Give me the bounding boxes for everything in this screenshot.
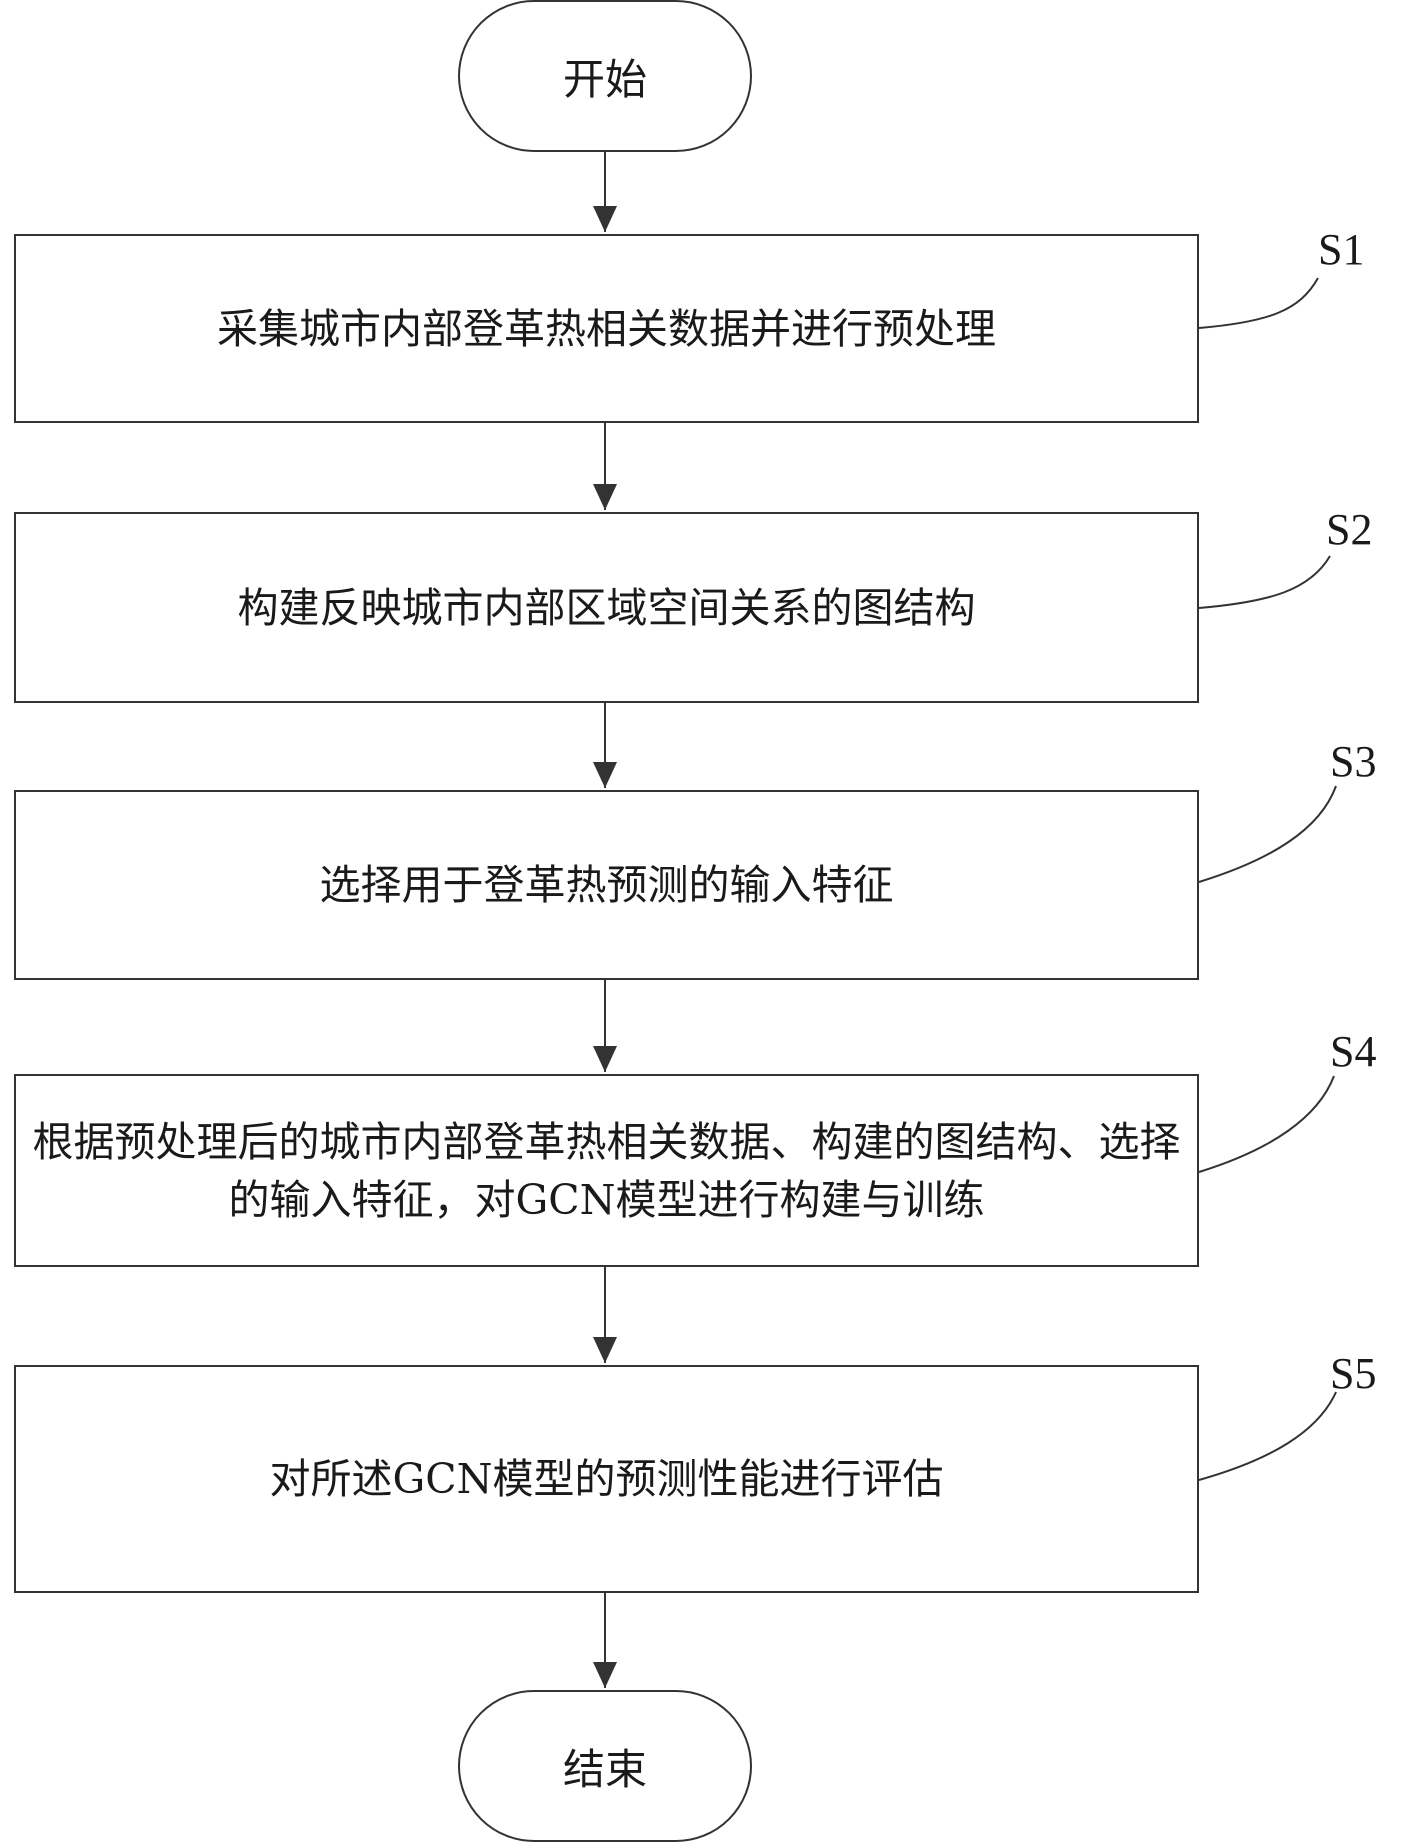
start-terminal: 开始 (458, 0, 752, 152)
step-s1-label: S1 (1318, 225, 1365, 274)
leader-s5 (1198, 1391, 1337, 1481)
start-text: 开始 (562, 54, 647, 104)
step-s2-text: 构建反映城市内部区域空间关系的图结构 (237, 583, 976, 632)
step-s2-label: S2 (1326, 505, 1373, 554)
step-s5-label: S5 (1330, 1349, 1377, 1398)
step-s5-text: 对所述GCN模型的预测性能进行评估 (269, 1455, 944, 1503)
arrowhead-end (593, 1662, 617, 1688)
step-s5-box: 对所述GCN模型的预测性能进行评估 (14, 1365, 1199, 1593)
arrowhead-s1 (593, 206, 617, 232)
arrowhead-s2 (593, 484, 617, 510)
step-s3-label: S3 (1330, 737, 1377, 786)
step-s1-box: 采集城市内部登革热相关数据并进行预处理 (14, 234, 1199, 423)
end-terminal: 结束 (458, 1690, 752, 1842)
step-s4-label: S4 (1330, 1027, 1377, 1076)
step-s4-box: 根据预处理后的城市内部登革热相关数据、构建的图结构、选择的输入特征，对GCN模型… (14, 1074, 1199, 1267)
leader-s4 (1198, 1075, 1335, 1173)
step-s3-box: 选择用于登革热预测的输入特征 (14, 790, 1199, 980)
step-s1-text: 采集城市内部登革热相关数据并进行预处理 (217, 304, 996, 353)
arrowhead-s3 (593, 762, 617, 788)
step-s2-box: 构建反映城市内部区域空间关系的图结构 (14, 512, 1199, 703)
arrowhead-s5 (593, 1337, 617, 1363)
leader-s1 (1198, 277, 1319, 329)
step-s3-text: 选择用于登革热预测的输入特征 (319, 861, 894, 909)
end-text: 结束 (562, 1744, 647, 1794)
leader-s3 (1198, 785, 1337, 883)
arrowhead-s4 (593, 1046, 617, 1072)
step-s4-text: 根据预处理后的城市内部登革热相关数据、构建的图结构、选择的输入特征，对GCN模型… (32, 1117, 1181, 1224)
leader-s2 (1198, 555, 1331, 609)
